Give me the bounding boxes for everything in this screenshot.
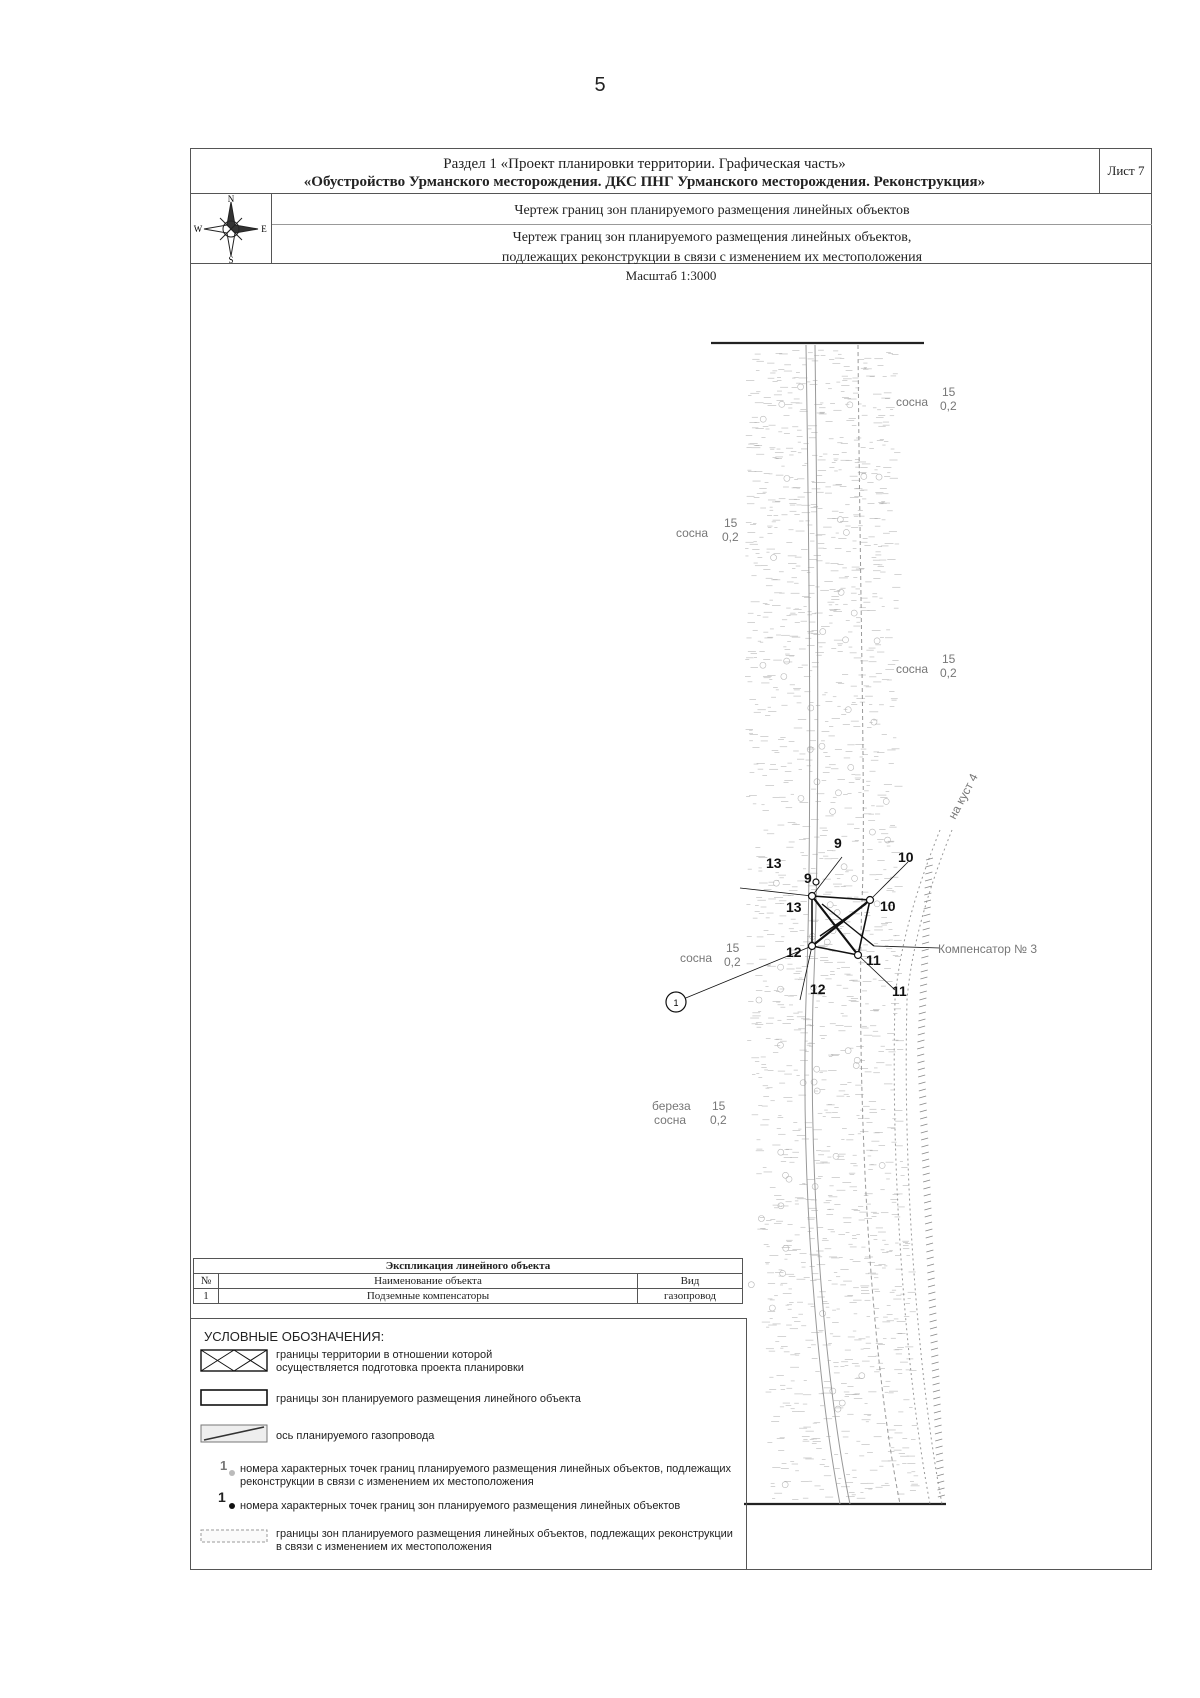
road-hatch [917,857,945,1498]
legend-grey-dot-icon [229,1470,235,1476]
point-label-11: 11 [866,952,881,968]
point-label-11-outer: 11 [892,983,907,999]
point-label-9-outer: 9 [834,835,842,851]
page-number: 5 [594,74,606,96]
legend-marker-black: 1 [218,1489,226,1505]
object-marker-circle [665,991,687,1013]
compensator-zone [811,895,871,956]
compass-n: N [228,194,235,204]
point-marker-11 [853,950,863,960]
compass-rose-icon: N S W E [190,194,272,265]
point-marker-10 [865,895,875,905]
explication-table: Экспликация линейного объекта № Наименов… [193,1258,743,1304]
section-title: Раздел 1 «Проект планировки территории. … [443,156,846,172]
tree-label: сосна [896,662,928,676]
tree-label: сосна [654,1113,686,1127]
col-header-type: Вид [637,1273,743,1289]
legend-item-zone: границы зон планируемого размещения лине… [276,1393,581,1405]
terrain-texture [745,349,920,1500]
compensator-label: Компенсатор № 3 [938,942,1037,956]
drawing-subtitle: Чертеж границ зон планируемого размещени… [272,194,1152,265]
legend-symbol-zone [200,1389,268,1406]
legend-item-zone-points: номера характерных точек границ зон план… [240,1500,681,1512]
map-scale: Масштаб 1:3000 [625,268,717,283]
subtitle-block [190,194,1152,264]
cell-type: газопровод [637,1288,743,1304]
subtitle-line-3: подлежащих реконструкции в связи с измен… [501,250,923,265]
compass-e: E [261,224,267,234]
explication-title: Экспликация линейного объекта [193,1258,743,1274]
compensator-leader-line [873,945,941,949]
birch-label: береза [652,1099,691,1113]
drawing-frame [190,148,1152,1570]
point-label-10-outer: 10 [898,849,914,865]
tree-label: сосна [680,951,712,965]
road-edge-1 [893,829,941,1505]
compass-s: S [228,255,233,264]
title-block: Раздел 1 «Проект планировки территории. … [190,148,1100,194]
compass-w: W [194,224,203,234]
subtitle-line-2: Чертеж границ зон планируемого размещени… [512,230,912,245]
fraction-top: 15 [712,1099,726,1113]
object-marker: 1 [673,998,678,1008]
fraction-bottom: 0,2 [722,530,739,544]
legend-item-territory: границы территории в отношении которой о… [276,1349,524,1374]
road-label: на куст 4 [945,771,981,821]
fraction-bottom: 0,2 [710,1113,727,1127]
legend-marker-grey: 1 [220,1458,228,1473]
col-header-name: Наименование объекта [218,1273,638,1289]
fraction-bottom: 0,2 [940,666,957,680]
fraction-bottom: 0,2 [940,399,957,413]
legend-item-axis: ось планируемого газопровода [276,1430,435,1442]
point-label-12-outer: 12 [810,981,826,997]
legend-symbol-territory [200,1349,268,1372]
subtitle-line-1: Чертеж границ зон планируемого размещени… [272,203,1152,225]
road-edge-2 [905,829,953,1505]
fraction-top: 15 [726,941,740,955]
corridor-line-1 [804,344,841,1505]
fraction-top: 15 [942,652,956,666]
point-marker-13 [807,891,817,901]
tree-label: сосна [676,526,708,540]
legend-item-reconstruction-points: номера характерных точек границ планируе… [240,1463,732,1488]
point-label-13: 13 [786,899,802,915]
sheet-number: Лист 7 [1100,148,1152,194]
point-label-9: 9 [804,870,812,886]
col-header-number: № [193,1273,219,1289]
corridor-line-2 [811,344,851,1505]
fraction-bottom: 0,2 [724,955,741,969]
fraction-top: 15 [724,516,738,530]
table-row: 1 Подземные компенсаторы газопровод [193,1288,743,1304]
legend-symbol-reconstruction-zone [200,1529,268,1543]
point-label-10: 10 [880,898,896,914]
tree-labels: сосна 15 0,2 сосна 15 0,2 сосна 15 0,2 с… [652,385,957,1127]
point-label-13-outer: 13 [766,855,782,871]
point-marker-12 [807,941,817,951]
cell-number: 1 [193,1288,219,1304]
legend-title: УСЛОВНЫЕ ОБОЗНАЧЕНИЯ: [204,1329,385,1344]
tree-label: сосна [896,395,928,409]
legend-symbol-axis [200,1424,268,1443]
point-marker-9 [812,878,820,886]
cell-name: Подземные компенсаторы [218,1288,638,1304]
project-title: «Обустройство Урманского месторождения. … [303,174,986,190]
object-leader-line [675,945,813,1003]
legend-item-reconstruction-zone: границы зон планируемого размещения лине… [276,1528,733,1553]
legend-black-dot-icon [229,1503,235,1509]
point-label-12: 12 [786,944,802,960]
fraction-top: 15 [942,385,956,399]
legend: УСЛОВНЫЕ ОБОЗНАЧЕНИЯ: границы территории… [190,1318,747,1570]
